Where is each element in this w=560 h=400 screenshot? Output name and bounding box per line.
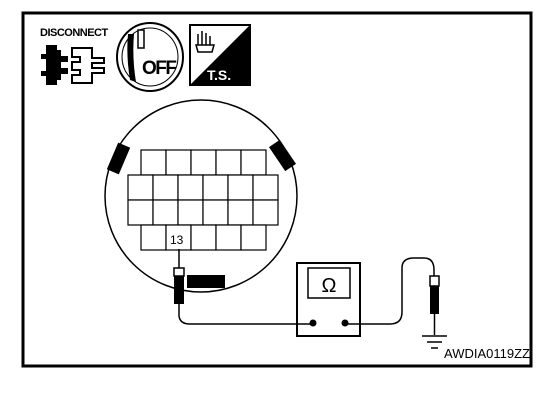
ohmmeter-terminal-positive — [309, 319, 317, 327]
connector-lock-left — [106, 142, 131, 175]
lead-to-terminal-13 — [178, 304, 313, 325]
harness-connector: 13 — [104, 99, 298, 293]
connector-lock-right — [269, 139, 296, 172]
terminal-13-label: 13 — [170, 233, 184, 247]
positive-probe — [173, 249, 225, 304]
ignition-off-label: OFF — [142, 58, 176, 79]
ground-probe — [429, 275, 440, 335]
terminal-grid — [127, 149, 279, 251]
ohm-symbol: Ω — [322, 275, 337, 297]
ohmmeter-terminal-negative — [341, 319, 349, 327]
lead-to-ground — [345, 257, 435, 325]
troubleshoot-icon: T.S. — [189, 24, 251, 86]
probe-holder — [187, 275, 225, 288]
troubleshoot-label: T.S. — [207, 67, 231, 83]
ground-icon — [422, 335, 447, 349]
ohmmeter: Ω — [296, 262, 361, 337]
disconnect-icon: DISCONNECT — [40, 27, 109, 85]
ohmmeter-display — [307, 267, 351, 299]
ignition-off-icon: OFF — [116, 22, 184, 92]
figure-code: AWDIA0119ZZ — [444, 346, 530, 361]
disconnect-label: DISCONNECT — [40, 27, 109, 39]
